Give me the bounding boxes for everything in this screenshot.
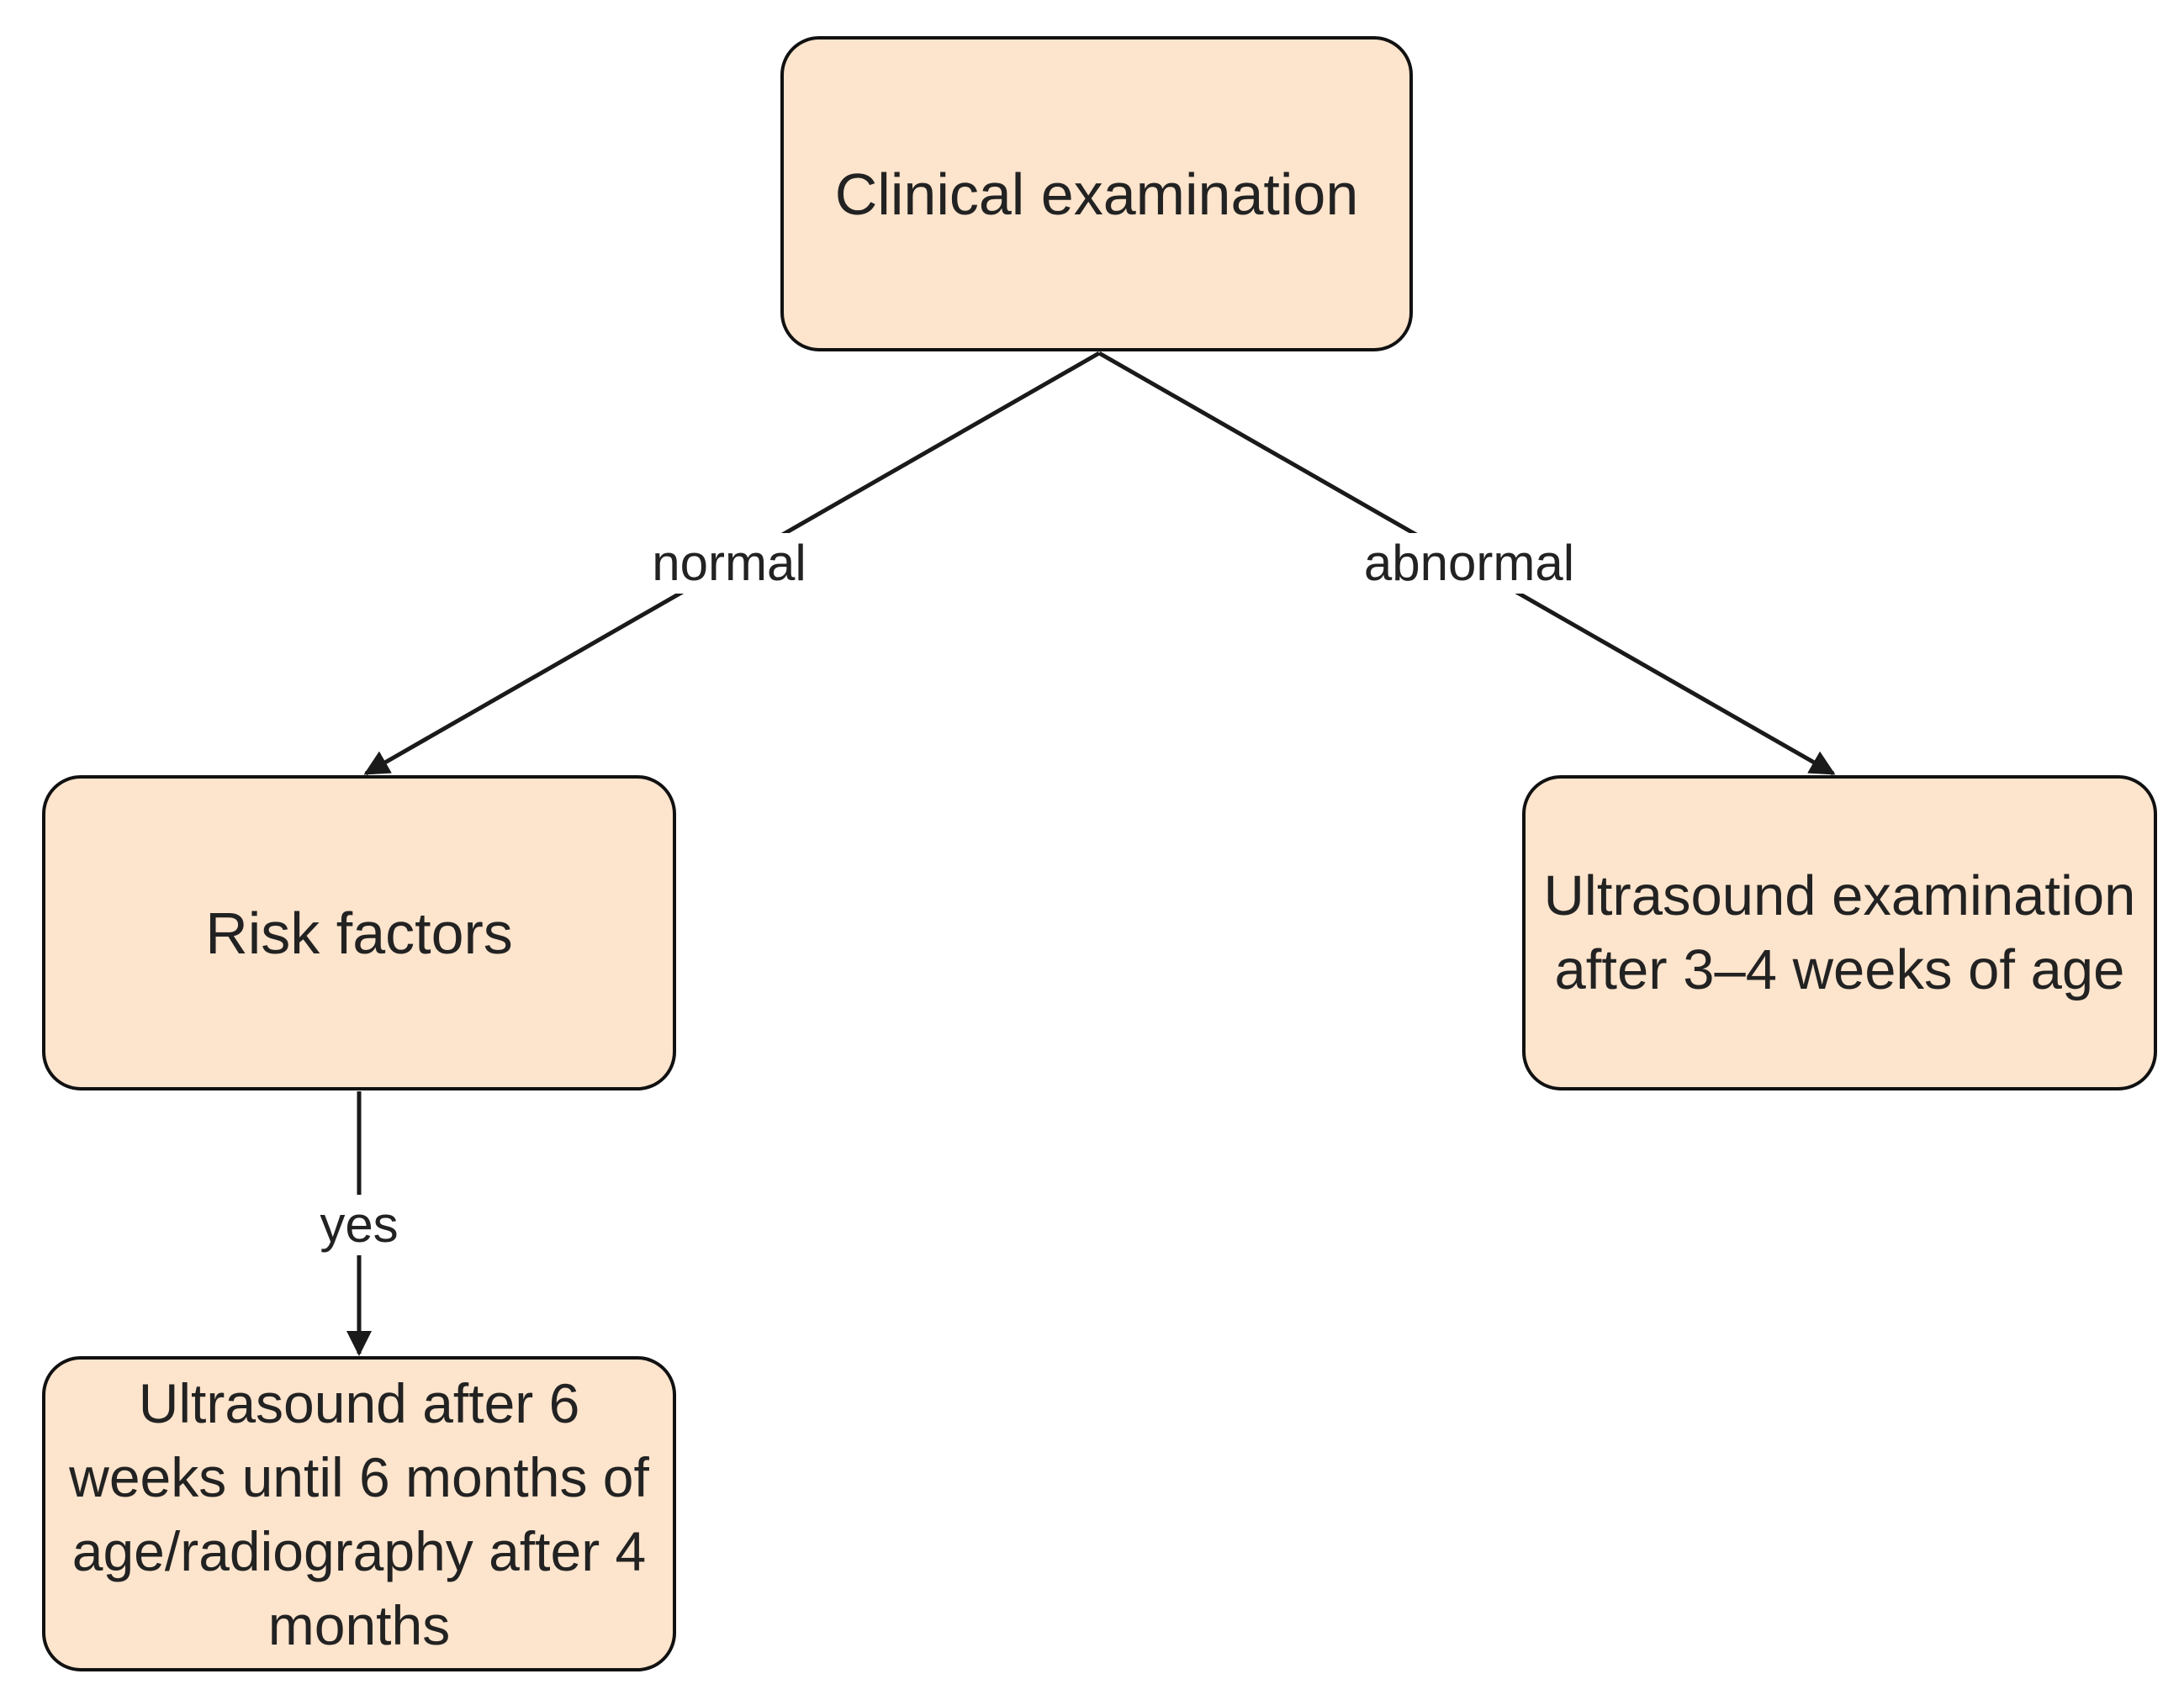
edge-label-abnormal: abnormal [1360,533,1579,594]
edge-label-yes: yes [316,1195,402,1255]
node-ultrasound-risk: Ultrasound after 6 weeks until 6 months … [42,1356,676,1671]
node-risk-factors: Risk factors [42,775,676,1090]
edge-label-normal: normal [648,533,810,594]
node-ultrasound-abnormal: Ultrasound examination after 3–4 weeks o… [1522,775,2157,1090]
node-clinical-examination: Clinical examination [780,36,1413,351]
